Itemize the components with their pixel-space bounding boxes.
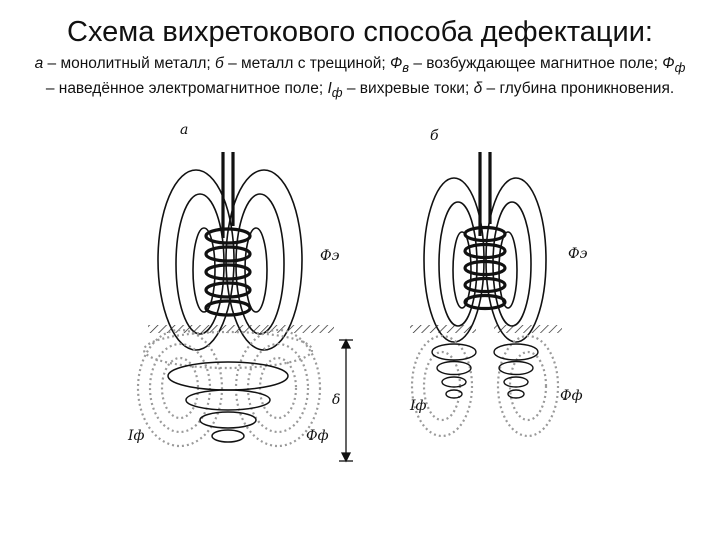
eddy-current-diagram: а [110,118,610,490]
panel-b-coil [463,152,507,311]
panel-a-depth-marker [339,338,353,463]
caption-b-text: – металл с трещиной; [223,55,390,72]
panel-a-eddy-currents [167,361,289,443]
caption-b-letter: б [215,55,224,72]
panel-b-phi-e-label: Фэ [568,246,588,262]
panel-a-metal-surface [148,325,334,333]
panel-a-if-label: Iф [127,428,145,444]
caption-phi-f-text: – наведённое электромагнитное поле; [45,80,328,98]
panel-a-delta-label: δ [332,392,340,408]
caption-phi-f: Ф [662,55,675,72]
panel-a-coil [204,152,252,317]
caption-a-text: – монолитный металл; [43,55,216,72]
figure-caption: а – монолитный металл; б – металл с трещ… [30,53,690,103]
caption-phi-v: Ф [389,55,403,72]
panel-a-diagram: а [127,122,353,463]
panel-b-if-label: Iф [409,398,427,414]
slide-title: Схема вихретокового способа дефектации: [67,16,653,48]
panel-b-metal-surface-left [410,325,476,333]
panel-b-induced-field [410,334,560,438]
panel-b-eddy-currents [431,343,539,399]
caption-phi-v-sub: в [402,60,410,76]
panel-b-phi-f-label: Фф [560,388,583,404]
panel-a-phi-f-label: Фф [306,428,329,444]
caption-i-f-sub: ф [331,85,343,101]
caption-phi-f-sub: ф [674,60,686,76]
caption-i-f-text: – вихревые токи; [342,80,474,98]
panel-a-label: а [180,122,188,138]
caption-i-f: I [327,80,332,98]
caption-delta-text: – глубина проникновения. [482,80,675,98]
panel-b-metal-surface-right [494,325,562,333]
caption-delta: δ [473,80,483,98]
panel-a-phi-e-label: Фэ [320,248,340,264]
panel-b-diagram: б [409,128,588,438]
caption-a-letter: а [34,55,44,72]
panel-b-label: б [430,128,439,144]
caption-phi-v-text: – возбуждающее магнитное поле; [409,55,663,72]
panel-a-induced-field [136,328,322,448]
